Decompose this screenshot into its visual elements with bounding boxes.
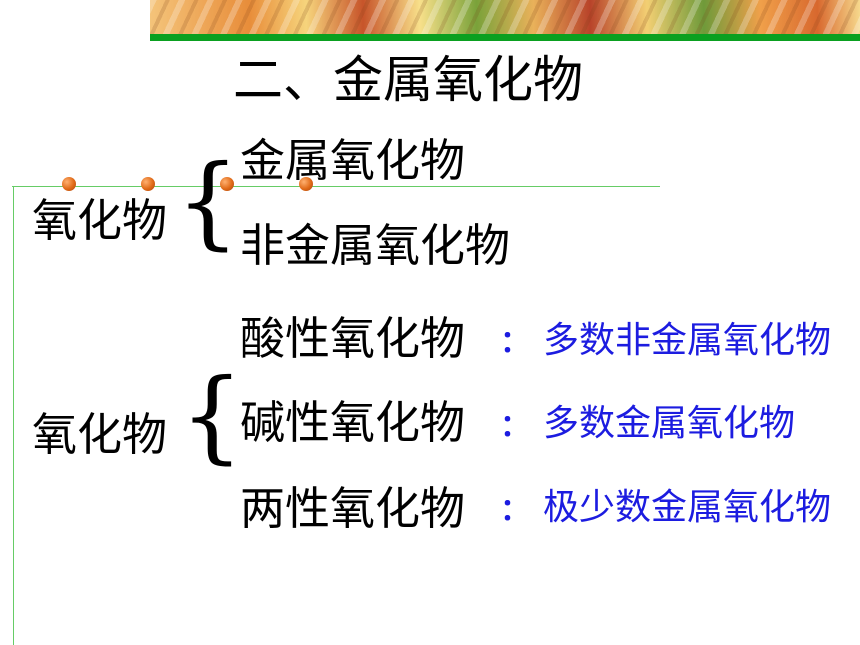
row-amphoteric-sep: ： [500, 493, 530, 528]
row-basic-term: 碱性氧化物 [240, 396, 466, 449]
bullet-dot-4 [299, 177, 313, 191]
group1-item-nonmetal-oxide: 非金属氧化物 [240, 219, 511, 272]
row-amphoteric-term: 两性氧化物 [240, 482, 466, 535]
group2-label: 氧化物 [32, 408, 168, 461]
row-basic-sep: ： [500, 409, 530, 444]
row-acidic-sep: ： [500, 325, 530, 360]
horizontal-divider-line [12, 186, 660, 187]
group1-brace-icon: { [176, 143, 240, 260]
group1-label: 氧化物 [32, 194, 168, 247]
decorative-banner-image [150, 0, 860, 34]
group1-item-metal-oxide: 金属氧化物 [240, 134, 466, 187]
row-amphoteric-desc: 极少数金属氧化物 [543, 487, 832, 528]
bullet-dot-2 [141, 177, 155, 191]
banner-green-rule [150, 34, 860, 41]
bullet-dot-3 [220, 177, 234, 191]
bullet-dot-1 [62, 177, 76, 191]
row-acidic-term: 酸性氧化物 [240, 312, 466, 365]
slide-title: 二、金属氧化物 [233, 51, 583, 109]
row-basic-desc: 多数金属氧化物 [543, 403, 796, 444]
group2-brace-icon: { [180, 357, 244, 474]
row-acidic-desc: 多数非金属氧化物 [543, 320, 832, 361]
vertical-divider-line [13, 186, 14, 645]
